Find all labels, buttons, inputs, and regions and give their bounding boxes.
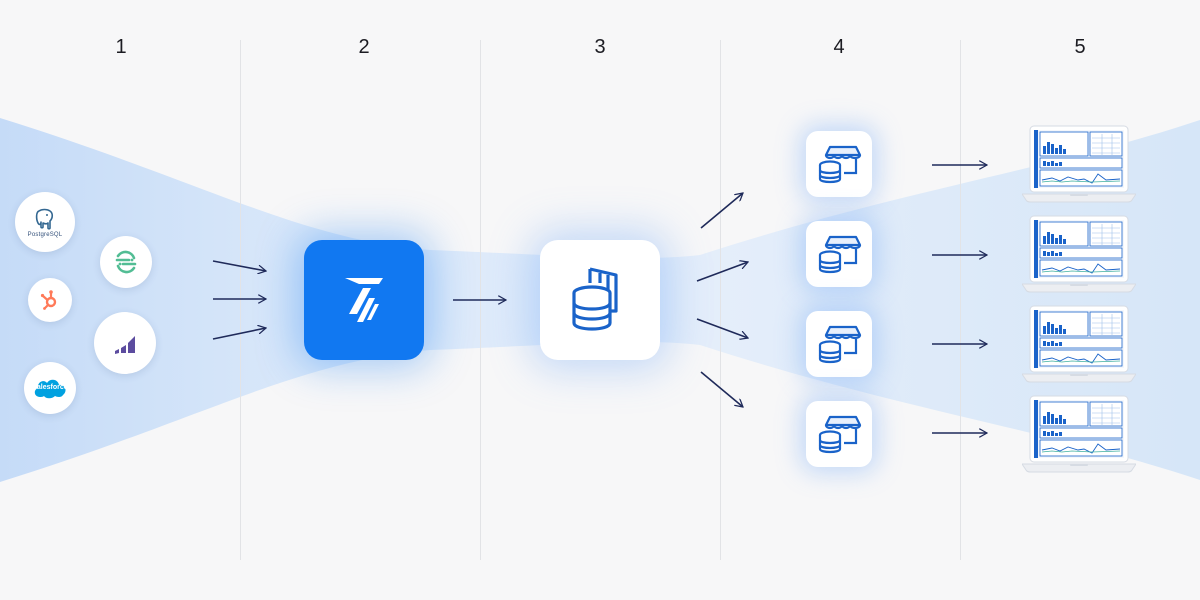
data-mart-icon: [818, 145, 862, 184]
arrow-warehouse-to-mart-2: [696, 262, 748, 282]
dashboard-laptop-icon: [1022, 215, 1136, 293]
column-divider-1: [240, 40, 241, 560]
arrow-source-to-pipeline-1: [212, 260, 266, 271]
data-mart-card-4: [806, 401, 872, 467]
data-mart-icon: [818, 235, 862, 274]
column-divider-3: [720, 40, 721, 560]
dashboard-laptop-icon: [1022, 305, 1136, 383]
salesforce-label: salesforce: [33, 384, 68, 391]
step-number-4: 4: [833, 36, 845, 58]
data-mart-icon: [818, 415, 862, 454]
arrow-warehouse-to-mart-4: [700, 371, 743, 407]
arrow-source-to-pipeline-3: [212, 328, 266, 340]
pipeline-logo-icon: [345, 278, 383, 322]
salesforce-logo-icon: salesforce: [24, 362, 76, 414]
cloud-icon: [34, 379, 66, 399]
hubspot-logo-icon: [28, 278, 72, 322]
postgresql-logo-icon: PostgreSQL: [15, 192, 75, 252]
step-number-3: 3: [594, 36, 606, 58]
data-mart-icon: [818, 325, 862, 364]
dashboard-laptop-icon: [1022, 125, 1136, 203]
data-mart-card-3: [806, 311, 872, 377]
data-mart-card-2: [806, 221, 872, 287]
column-divider-4: [960, 40, 961, 560]
arrow-warehouse-to-mart-1: [700, 193, 743, 229]
elephant-icon: [35, 208, 54, 230]
data-mart-card-1: [806, 131, 872, 197]
segment-logo-icon: [100, 236, 152, 288]
step-number-5: 5: [1074, 36, 1086, 58]
data-warehouse-icon: [572, 267, 618, 331]
dashboard-laptop-icon: [1022, 395, 1136, 473]
pipeline-logo-card: [304, 240, 424, 360]
step-number-1: 1: [115, 36, 127, 58]
data-warehouse-card: [540, 240, 660, 360]
step-number-2: 2: [358, 36, 370, 58]
marketo-logo-icon: [94, 312, 156, 374]
arrow-warehouse-to-mart-3: [696, 318, 748, 338]
postgresql-label: PostgreSQL: [27, 231, 63, 238]
